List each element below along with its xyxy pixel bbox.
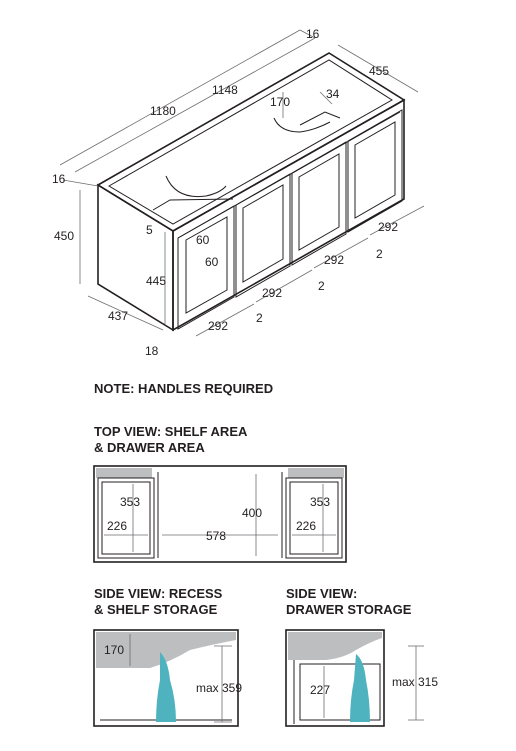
top-view-right-compartment (285, 477, 343, 559)
basin-left-cutout (165, 175, 227, 198)
dim-depth-overall: 455 (369, 64, 389, 78)
door-4 (347, 109, 403, 233)
dim-rail-60-b: 60 (205, 255, 219, 269)
dim-basin-cutout: 170 (270, 95, 290, 109)
side-recess-outline (93, 629, 239, 727)
dim-side-depth: 437 (108, 309, 128, 323)
dim-rear-gap: 34 (326, 87, 340, 101)
door-1 (177, 205, 235, 330)
note-handles: NOTE: HANDLES REQUIRED (94, 381, 273, 396)
top-view-left-inner (101, 481, 151, 555)
side-drawer-title-1: SIDE VIEW: (286, 586, 357, 601)
side-drawer-view (285, 629, 424, 727)
dim-width-overall: 1180 (150, 104, 176, 118)
dim-plinth: 18 (145, 344, 159, 358)
top-left-depth: 353 (120, 495, 140, 509)
top-view-title-2: & DRAWER AREA (94, 440, 205, 455)
dim-door-gap-2: 2 (318, 279, 325, 293)
basin-right-cutout (273, 117, 331, 133)
iso-dimension-lines (59, 29, 425, 337)
dim-width-inner: 1148 (212, 83, 238, 97)
rear-shelf-line (299, 111, 341, 126)
dim-door-gap-3: 2 (376, 247, 383, 261)
side-recess-title-1: SIDE VIEW: RECESS (94, 586, 223, 601)
side-drawer-title-2: DRAWER STORAGE (286, 602, 412, 617)
top-view-plan (93, 465, 347, 563)
iso-dimension-labels: 1180 1148 16 455 170 34 16 450 5 445 437… (52, 27, 398, 358)
top-center-depth: 400 (242, 506, 262, 520)
side-recess-bottle (156, 652, 176, 722)
cabinet-top-inner (108, 59, 393, 225)
side-drawer-basin-fill (288, 632, 382, 660)
top-right-width: 226 (296, 519, 316, 533)
side-drawer-outline (285, 629, 385, 727)
top-view-left-top (96, 468, 152, 478)
door-2 (235, 173, 291, 298)
side-drawer-dim: 227 (310, 683, 330, 697)
top-view-title-1: TOP VIEW: SHELF AREA (94, 424, 248, 439)
door-3 (291, 141, 347, 266)
side-recess-view (93, 629, 239, 727)
side-recess-dim: 170 (104, 643, 124, 657)
side-recess-max: max 359 (196, 681, 242, 695)
dim-door-width-2: 292 (262, 286, 282, 300)
dim-door-width-1: 292 (208, 319, 228, 333)
side-recess-title-2: & SHELF STORAGE (94, 602, 218, 617)
cabinet-top-outline (96, 52, 406, 232)
top-view-left-compartment (97, 477, 155, 559)
cabinet-front (172, 98, 405, 332)
top-view-right-inner (289, 481, 339, 555)
dim-left-thickness: 16 (52, 172, 66, 186)
side-drawer-max: max 315 (392, 675, 438, 689)
top-left-width: 226 (107, 519, 127, 533)
dim-door-width-4: 292 (378, 220, 398, 234)
dim-rail-60-a: 60 (196, 233, 210, 247)
dim-top-offset: 5 (146, 223, 153, 237)
side-drawer-box (299, 663, 381, 721)
dim-height-overall: 450 (54, 229, 74, 243)
top-right-depth: 353 (310, 495, 330, 509)
dim-inner-height: 445 (146, 274, 166, 288)
top-view-outline (93, 465, 347, 563)
left-shelf (152, 198, 234, 211)
top-view-right-top (288, 468, 344, 478)
dim-door-gap-1: 2 (256, 311, 263, 325)
dim-door-width-3: 292 (324, 253, 344, 267)
side-recess-basin-fill (96, 632, 236, 668)
top-center-width: 578 (206, 529, 226, 543)
dim-side-top: 16 (306, 27, 320, 41)
isometric-cabinet (59, 29, 425, 337)
side-drawer-bottle (350, 654, 370, 722)
